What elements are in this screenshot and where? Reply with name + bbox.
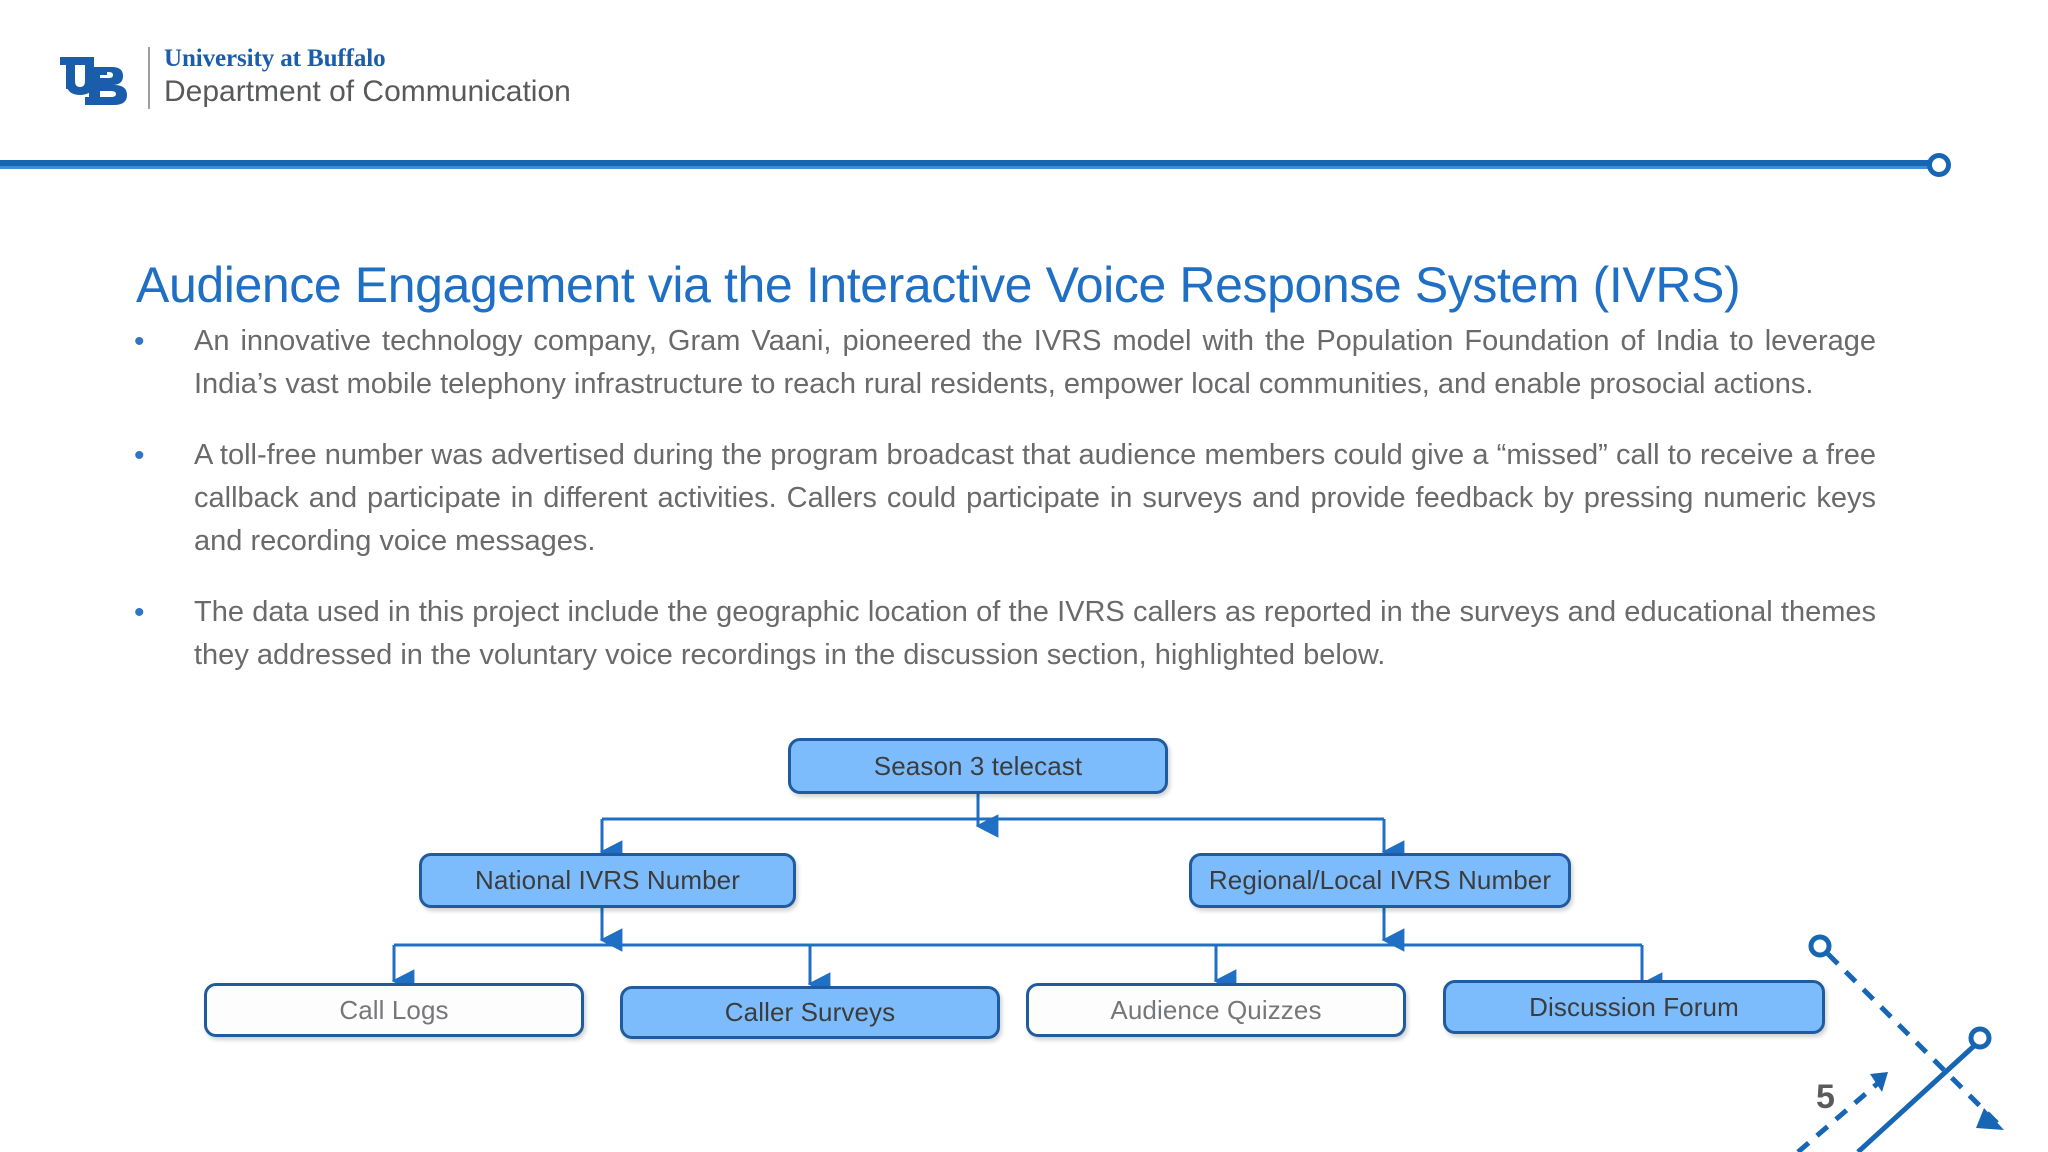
university-name: University at Buffalo: [164, 45, 386, 73]
flow-node-national-ivrs-number[interactable]: National IVRS Number: [419, 853, 796, 908]
bullet-list: • An innovative technology company, Gram…: [126, 320, 1876, 705]
flow-node-label: Season 3 telecast: [873, 750, 1083, 781]
list-item: • A toll-free number was advertised duri…: [126, 434, 1876, 563]
page-title: Audience Engagement via the Interactive …: [136, 256, 1741, 313]
bullet-marker-icon: •: [134, 439, 145, 472]
flow-node-label: Call Logs: [339, 994, 449, 1025]
flow-node-label: Audience Quizzes: [1110, 994, 1322, 1025]
slide-header: University at Buffalo Department of Comm…: [0, 0, 2048, 177]
flow-node-season-3-telecast[interactable]: Season 3 telecast: [788, 738, 1168, 794]
bullet-text: The data used in this project include th…: [194, 596, 1876, 671]
flow-node-caller-surveys[interactable]: Caller Surveys: [620, 986, 1000, 1039]
department-name: Department of Communication: [164, 75, 571, 109]
bullet-text: An innovative technology company, Gram V…: [194, 325, 1876, 400]
brand-divider: [148, 47, 150, 109]
flow-node-label: National IVRS Number: [475, 865, 740, 895]
bullet-marker-icon: •: [134, 596, 145, 629]
header-rule-secondary: [0, 166, 1935, 169]
ub-monogram-icon: [60, 57, 127, 105]
circle-terminator-icon: [1927, 153, 1951, 177]
flowchart-connectors: [391, 793, 1663, 996]
list-item: • An innovative technology company, Gram…: [126, 320, 1876, 406]
bullet-marker-icon: •: [134, 325, 145, 358]
flow-node-label: Caller Surveys: [724, 997, 896, 1027]
flow-node-regional-local-ivrs-number[interactable]: Regional/Local IVRS Number: [1189, 853, 1571, 908]
flow-node-label: Discussion Forum: [1529, 991, 1739, 1022]
flow-node-audience-quizzes[interactable]: Audience Quizzes: [1026, 983, 1406, 1037]
flow-node-discussion-forum[interactable]: Discussion Forum: [1443, 980, 1825, 1034]
bullet-text: A toll-free number was advertised during…: [194, 439, 1876, 557]
list-item: • The data used in this project include …: [126, 591, 1876, 677]
flow-node-label: Regional/Local IVRS Number: [1208, 865, 1552, 895]
ivrs-flowchart: Season 3 telecast National IVRS Number R…: [0, 718, 2048, 1048]
page-number: 5: [1816, 1078, 1835, 1116]
flow-node-call-logs[interactable]: Call Logs: [204, 983, 584, 1037]
brand-lockup: University at Buffalo Department of Comm…: [58, 42, 571, 114]
header-rule: [0, 160, 1935, 166]
brand-text: University at Buffalo Department of Comm…: [164, 45, 571, 110]
